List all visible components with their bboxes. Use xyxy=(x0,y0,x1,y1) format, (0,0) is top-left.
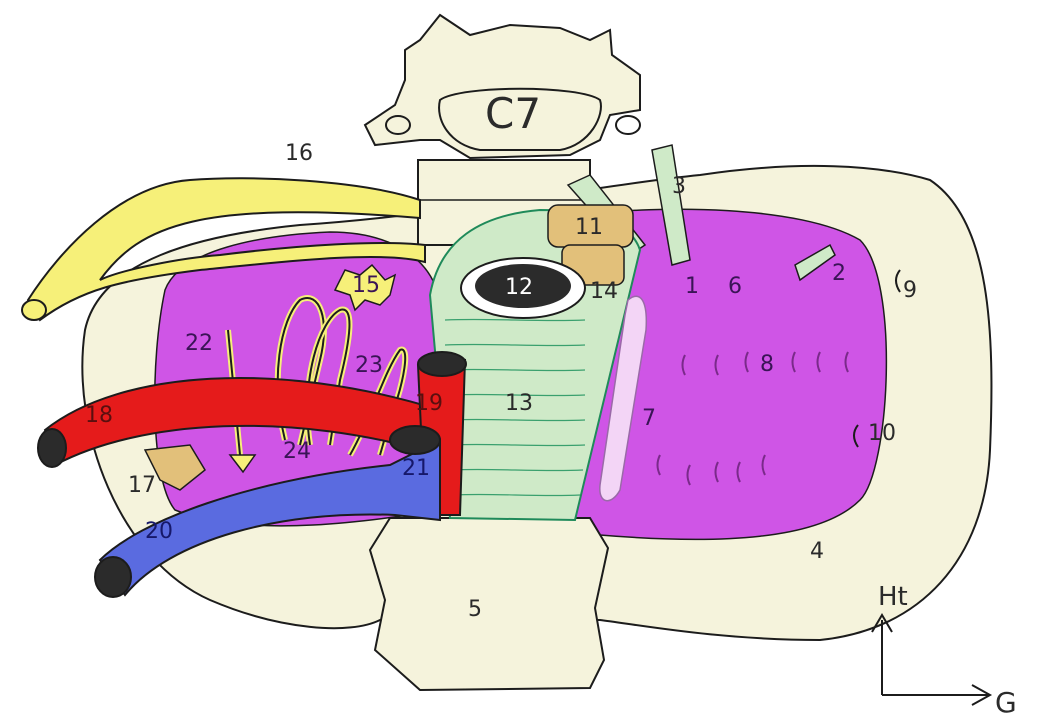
label-23: 23 xyxy=(355,353,383,378)
label-14: 14 xyxy=(590,279,618,304)
label-18: 18 xyxy=(85,403,113,428)
label-15: 15 xyxy=(352,273,380,298)
orientation-indicator xyxy=(872,615,990,705)
label-6: 6 xyxy=(728,274,742,299)
label-12: 12 xyxy=(505,275,533,300)
label-9: 9 xyxy=(903,278,917,303)
orientation-right-label: G xyxy=(995,686,1017,719)
label-7: 7 xyxy=(642,406,656,431)
label-5: 5 xyxy=(468,597,482,622)
label-20: 20 xyxy=(145,519,173,544)
label-24: 24 xyxy=(283,439,311,464)
label-1: 1 xyxy=(685,274,699,299)
label-2: 2 xyxy=(832,261,846,286)
label-22: 22 xyxy=(185,331,213,356)
label-11: 11 xyxy=(575,215,603,240)
label-17: 17 xyxy=(128,473,156,498)
sternum xyxy=(370,518,608,690)
label-8: 8 xyxy=(760,352,774,377)
orientation-up-label: Ht xyxy=(878,582,908,612)
label-16: 16 xyxy=(285,141,313,166)
label-13: 13 xyxy=(505,391,533,416)
vein-21-opening xyxy=(390,426,440,454)
label-21: 21 xyxy=(402,456,430,481)
label-3: 3 xyxy=(672,174,686,199)
label-10: 10 xyxy=(868,421,896,446)
vertebra-label: C7 xyxy=(485,89,541,138)
label-4: 4 xyxy=(810,539,824,564)
label-19: 19 xyxy=(415,391,443,416)
